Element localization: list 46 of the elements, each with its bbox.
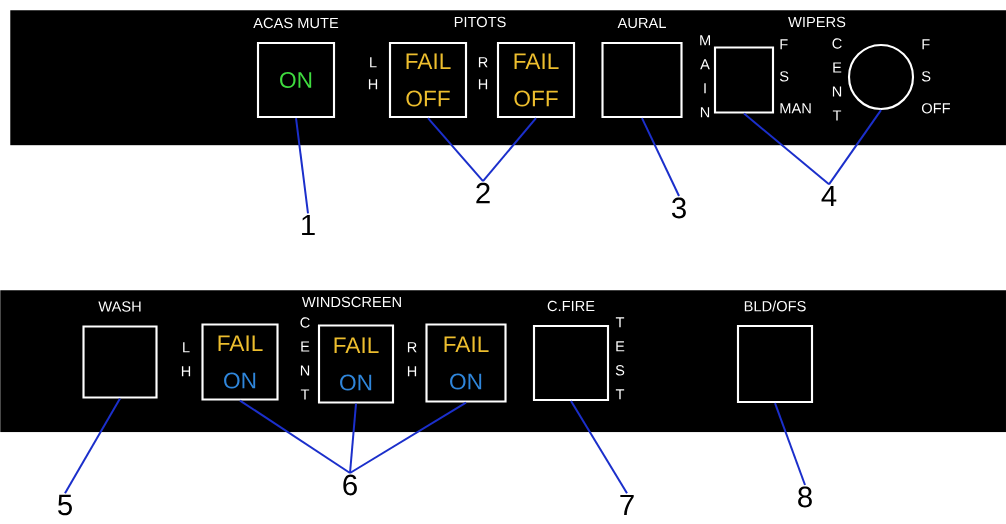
leader-line xyxy=(427,117,484,183)
callout-number: 7 xyxy=(620,494,634,516)
control-panel xyxy=(0,290,1006,433)
control-panel xyxy=(10,10,1006,146)
leader-line xyxy=(349,402,357,474)
leader-line xyxy=(482,117,537,183)
callout-number: 5 xyxy=(58,494,72,516)
push-button: FAIL ON xyxy=(317,324,395,404)
button-label: ACAS MUTE xyxy=(253,17,339,29)
button-label: BLD/OFS xyxy=(744,300,806,312)
push-button: FAIL OFF xyxy=(388,41,468,119)
leader-line xyxy=(295,117,309,215)
callout-number: 3 xyxy=(671,197,686,219)
panel-label: WIPERS xyxy=(788,16,846,28)
side-label: L H xyxy=(368,57,378,90)
side-label: C E N T xyxy=(832,38,842,121)
side-label: R H xyxy=(407,342,417,377)
callout-number: 4 xyxy=(821,185,837,207)
callout-number: 2 xyxy=(476,182,490,204)
panel-label: WINDSCREEN xyxy=(301,296,401,308)
callout-number: 1 xyxy=(302,214,315,236)
push-button: FAIL OFF xyxy=(496,41,576,119)
leader-line xyxy=(570,400,628,495)
push-button: FAIL ON xyxy=(425,323,507,403)
side-label: R H xyxy=(478,57,488,90)
side-label: F S MAN xyxy=(779,39,811,114)
leader-line xyxy=(828,109,882,186)
side-label: M A I N xyxy=(700,35,710,118)
leader-line xyxy=(774,402,806,486)
leader-line xyxy=(64,397,121,495)
push-button: ON xyxy=(256,41,336,119)
button-label: C.FIRE xyxy=(547,300,595,312)
leader-line xyxy=(239,399,351,474)
side-label: L H xyxy=(181,342,191,377)
leader-line xyxy=(349,401,467,474)
button-label: WASH xyxy=(98,301,141,312)
button-label: AURAL xyxy=(617,17,666,29)
side-label: F S OFF xyxy=(921,39,950,114)
leader-line xyxy=(743,112,830,186)
callout-number: 6 xyxy=(343,474,357,496)
side-label: C E N T xyxy=(300,317,310,400)
leader-line xyxy=(641,117,680,197)
push-button: FAIL ON xyxy=(201,323,279,401)
panel-label: PITOTS xyxy=(454,16,506,28)
callout-number: 8 xyxy=(798,486,812,508)
side-label: T E S T xyxy=(615,317,625,400)
